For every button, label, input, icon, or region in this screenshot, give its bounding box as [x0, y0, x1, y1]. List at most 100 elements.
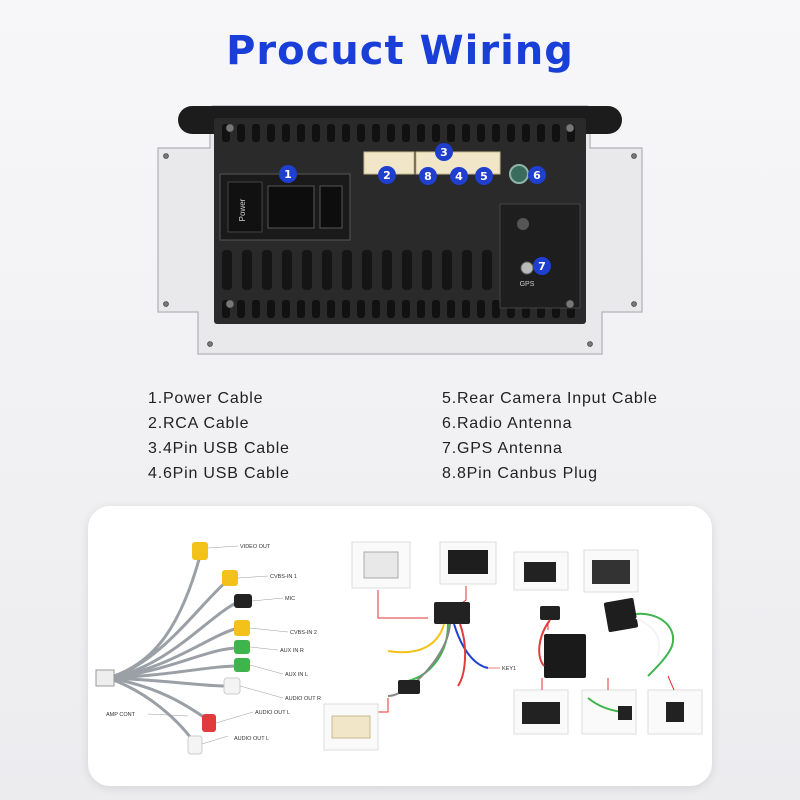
svg-text:5: 5 [480, 170, 488, 183]
vent-slot [297, 124, 305, 142]
legend-item: 6.Radio Antenna [442, 415, 573, 432]
legend-item: 1.Power Cable [148, 390, 264, 407]
vent-slot [552, 124, 560, 142]
vent-slot [282, 250, 292, 290]
vent-slot [362, 250, 372, 290]
marker-7: 7 [533, 257, 551, 275]
label-mic: MIC [285, 596, 295, 602]
label-audio-out-l-lower: AUDIO OUT L [234, 736, 269, 742]
marker-8: 8 [419, 167, 437, 185]
marker-2: 2 [378, 166, 396, 184]
vent-slot [342, 300, 350, 318]
harness-panel: VIDEO OUT CVBS-IN 1 MIC CVBS-IN 2 AUX IN… [88, 506, 712, 786]
page-title: Procuct Wiring [226, 28, 574, 74]
svg-text:4: 4 [455, 170, 463, 183]
vent-slot [262, 250, 272, 290]
canbus-harness [513, 549, 703, 735]
vent-slot [477, 124, 485, 142]
label-key1: KEY1 [502, 666, 516, 672]
vent-slot [222, 250, 232, 290]
vent-slot [422, 250, 432, 290]
harness-diagram: VIDEO OUT CVBS-IN 1 MIC CVBS-IN 2 AUX IN… [95, 541, 703, 755]
svg-text:2: 2 [383, 169, 391, 182]
label-aux-in-l: AUX IN L [285, 672, 308, 678]
marker-3: 3 [435, 143, 453, 161]
vent-slot [402, 250, 412, 290]
vent-slot [492, 300, 500, 318]
label-video-out: VIDEO OUT [240, 544, 271, 550]
vent-slot [327, 300, 335, 318]
vent-slot [462, 250, 472, 290]
label-amp-cont: AMP CONT [106, 712, 136, 718]
vent-slot [417, 124, 425, 142]
vent-slot [387, 124, 395, 142]
vent-slot [382, 250, 392, 290]
legend-item: 8.8Pin Canbus Plug [442, 465, 598, 482]
rca-plug-green [234, 640, 250, 654]
vent-slot [282, 300, 290, 318]
power-harness: KEY1 [323, 541, 516, 751]
vent-slot [462, 124, 470, 142]
vent-slot [507, 124, 515, 142]
label-cvbs-in-1: CVBS-IN 1 [270, 574, 297, 580]
rca-plug-white [187, 735, 203, 755]
rca-plug-green [234, 658, 250, 672]
vent-slot [242, 250, 252, 290]
vent-slot [462, 300, 470, 318]
head-unit-rear-diagram: Power GPS 1 2 3 8 4 5 6 [157, 105, 643, 355]
svg-text:3: 3 [440, 146, 448, 159]
vent-slot [252, 124, 260, 142]
radio-antenna-socket [509, 164, 529, 184]
vent-slot [477, 300, 485, 318]
vent-slot [432, 124, 440, 142]
vent-slot [342, 124, 350, 142]
vent-slot [237, 300, 245, 318]
legend-item: 3.4Pin USB Cable [148, 440, 290, 457]
vent-slot [267, 124, 275, 142]
rca-cable-bundle [95, 542, 289, 755]
vent-slot [252, 300, 260, 318]
vent-slot [522, 124, 530, 142]
vent-slot [282, 124, 290, 142]
vent-slot [297, 300, 305, 318]
label-aux-in-r: AUX IN R [280, 648, 304, 654]
legend-item: 5.Rear Camera Input Cable [442, 390, 658, 407]
vent-slot [322, 250, 332, 290]
vent-slot [492, 124, 500, 142]
vent-slot [327, 124, 335, 142]
vent-slot [372, 300, 380, 318]
marker-4: 4 [450, 167, 468, 185]
gps-antenna-socket [520, 261, 534, 275]
label-audio-out-r: AUDIO OUT R [285, 696, 321, 702]
vent-slot [342, 250, 352, 290]
vent-slot [402, 300, 410, 318]
rca-plug-yellow [222, 570, 238, 586]
svg-text:6: 6 [533, 169, 541, 182]
gps-module [499, 203, 581, 309]
rca-plug-yellow [234, 620, 250, 636]
vent-slot [447, 124, 455, 142]
vent-slot [312, 300, 320, 318]
legend-item: 4.6Pin USB Cable [148, 465, 290, 482]
legend-item: 2.RCA Cable [148, 415, 250, 432]
screws [163, 123, 637, 347]
legend-left: 1.Power Cable 2.RCA Cable 3.4Pin USB Cab… [148, 386, 290, 486]
vent-slot [237, 124, 245, 142]
marker-5: 5 [475, 167, 493, 185]
gps-label: GPS [520, 281, 535, 288]
vent-slot [312, 124, 320, 142]
label-cvbs-in-2: CVBS-IN 2 [290, 630, 317, 636]
vent-slot [482, 250, 492, 290]
power-label: Power [238, 198, 247, 221]
marker-6: 6 [528, 166, 546, 184]
rca-plug-white [223, 677, 241, 695]
mic-plug [234, 594, 252, 608]
vent-slot [357, 124, 365, 142]
svg-text:1: 1 [284, 168, 292, 181]
svg-text:7: 7 [538, 260, 546, 273]
svg-text:8: 8 [424, 170, 432, 183]
vent-slot [357, 300, 365, 318]
vent-slot [372, 124, 380, 142]
vent-slot [417, 300, 425, 318]
vent-slot [387, 300, 395, 318]
